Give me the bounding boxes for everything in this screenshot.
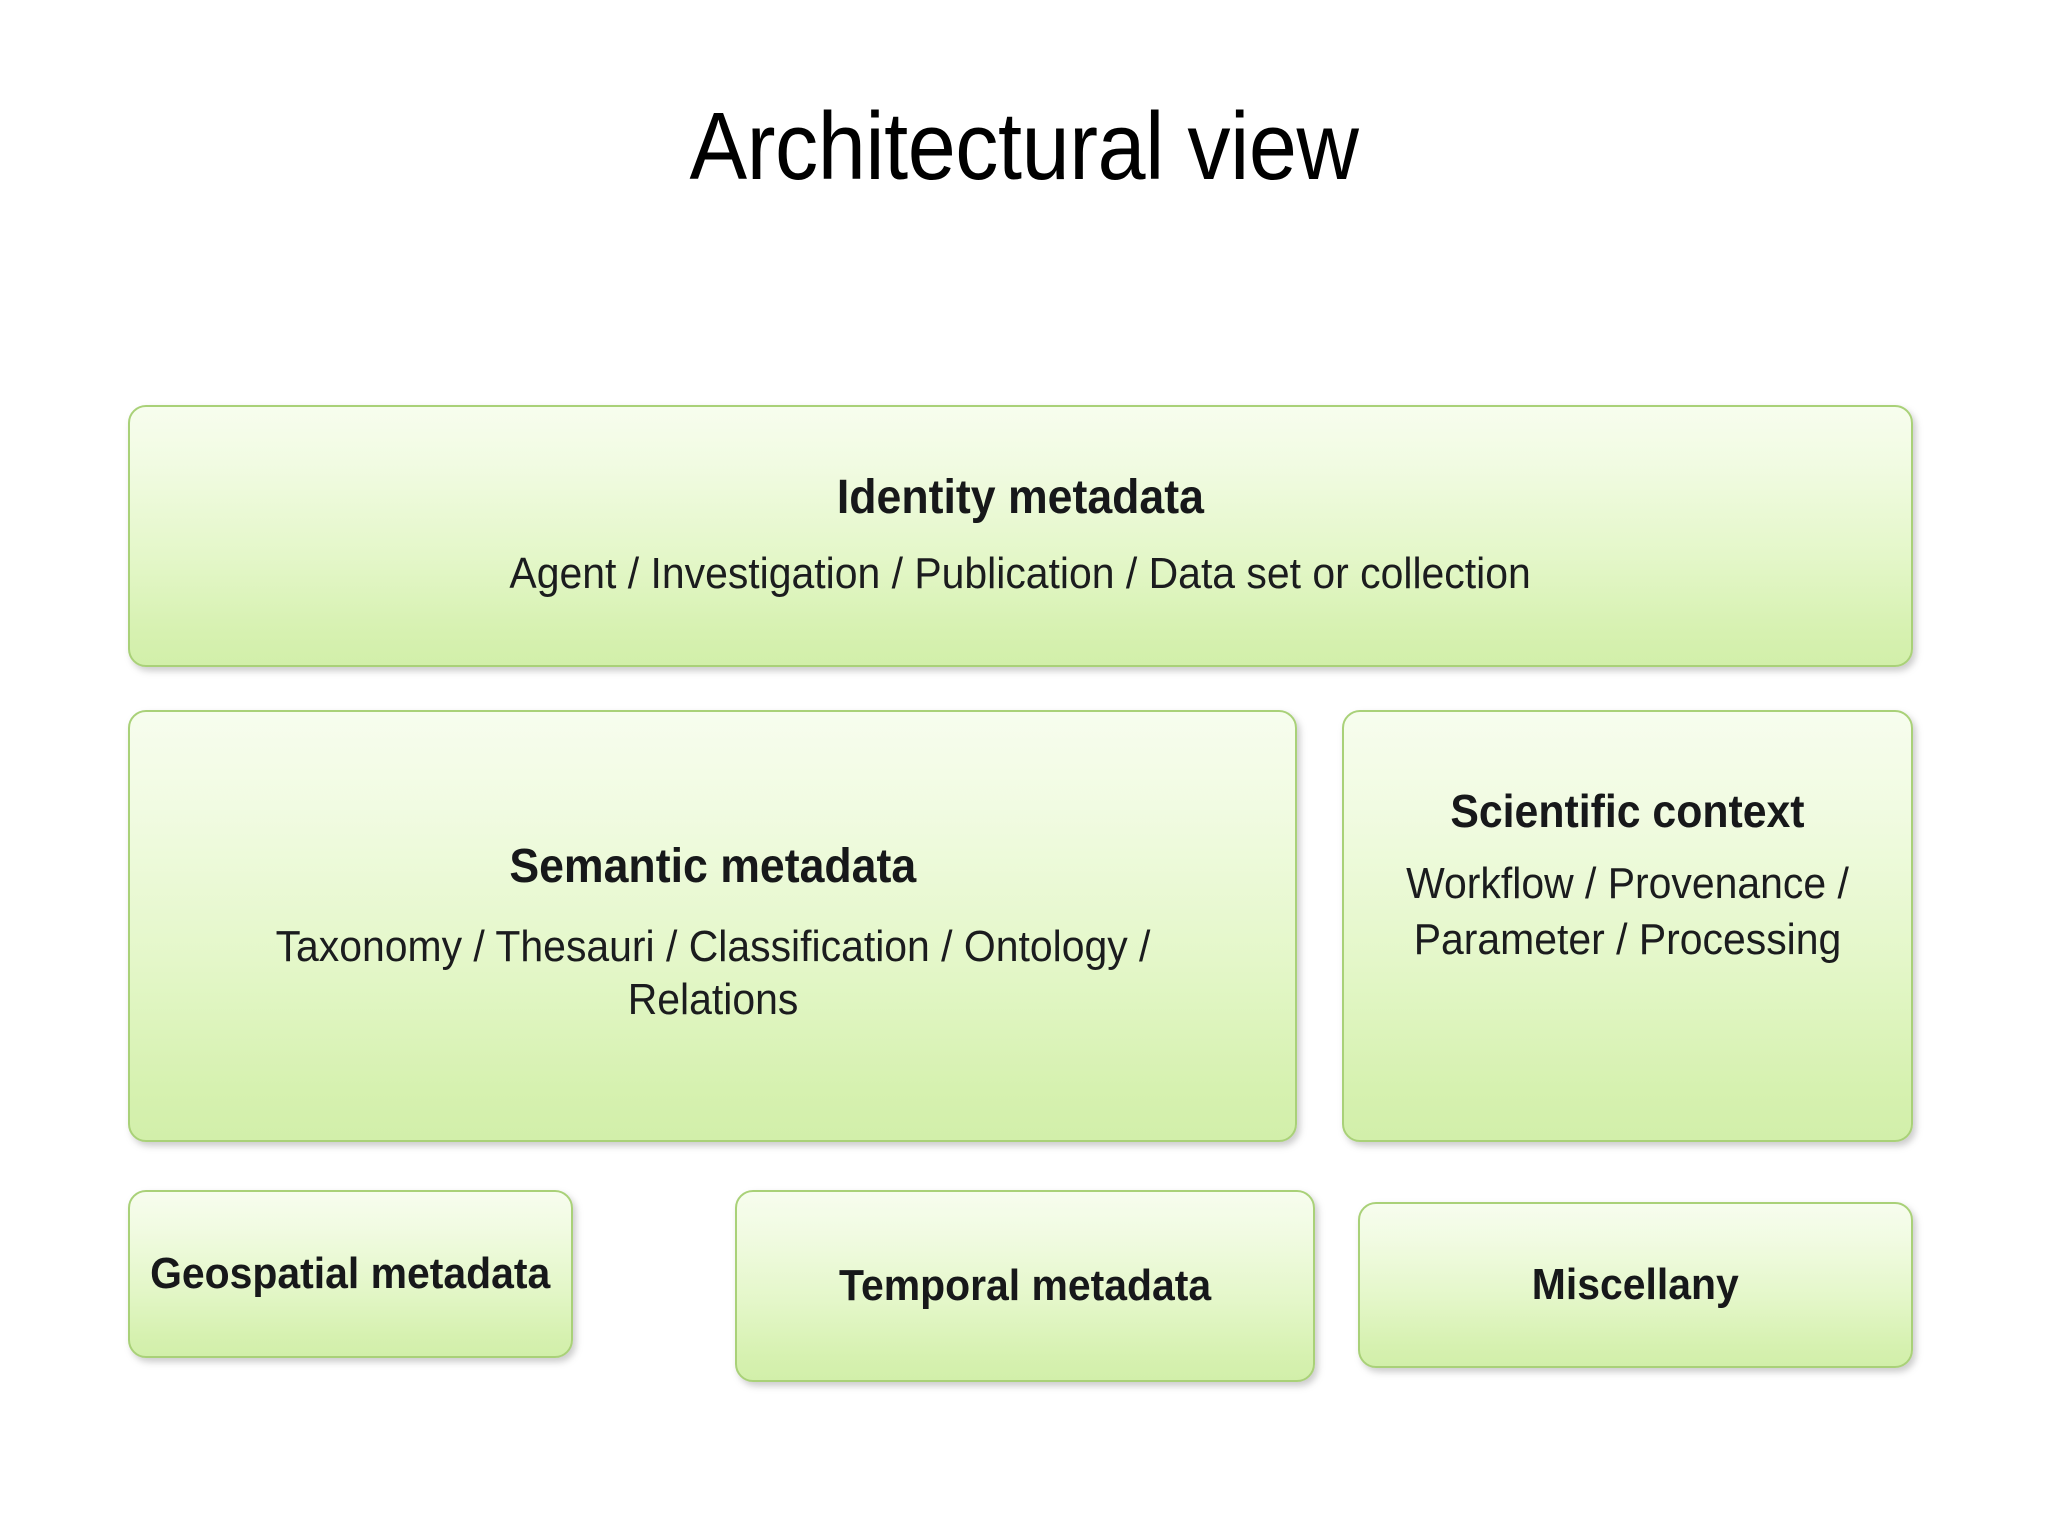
panel-temporal-metadata[interactable]: Temporal metadata (735, 1190, 1315, 1382)
panel-geospatial-title: Geospatial metadata (150, 1249, 551, 1299)
panel-geospatial-metadata[interactable]: Geospatial metadata (128, 1190, 573, 1358)
panel-semantic-subtitle: Taxonomy / Thesauri / Classification / O… (275, 921, 1150, 1025)
panel-scientific-context-title: Scientific context (1450, 785, 1805, 837)
panel-identity-title: Identity metadata (836, 470, 1205, 524)
panel-identity-metadata[interactable]: Identity metadata Agent / Investigation … (128, 405, 1913, 667)
panel-semantic-title: Semantic metadata (509, 840, 916, 893)
panel-semantic-metadata[interactable]: Semantic metadata Taxonomy / Thesauri / … (128, 710, 1297, 1142)
panel-miscellany[interactable]: Miscellany (1358, 1202, 1913, 1368)
panel-scientific-context[interactable]: Scientific context Workflow / Provenance… (1342, 710, 1913, 1142)
page-title: Architectural view (689, 93, 1359, 200)
panel-scientific-context-subtitle: Workflow / Provenance / Parameter / Proc… (1406, 858, 1849, 964)
panel-temporal-title: Temporal metadata (838, 1261, 1212, 1311)
panel-miscellany-title: Miscellany (1532, 1260, 1739, 1310)
panel-identity-subtitle: Agent / Investigation / Publication / Da… (509, 549, 1532, 599)
